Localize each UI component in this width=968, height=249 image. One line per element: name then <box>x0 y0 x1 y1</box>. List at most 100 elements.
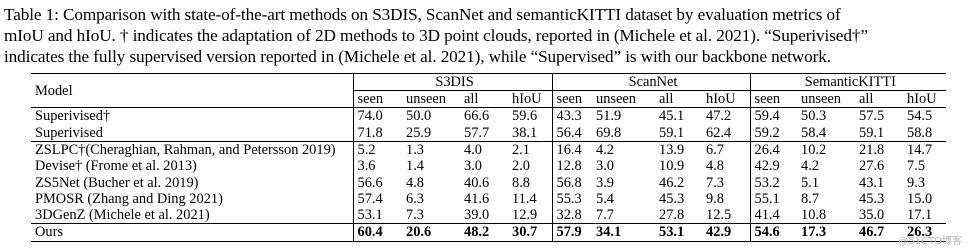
model-name-cell: ZS5Net (Bucher et al. 2019) <box>35 174 199 191</box>
value-cell: 5.2 <box>352 140 402 159</box>
metric-header-semantickitti-all: all <box>855 90 904 108</box>
value-cell: 34.1 <box>592 223 656 242</box>
model-name-cell: 3DGenZ (Michele et al. 2021) <box>35 207 210 224</box>
value-cell: 15.0 <box>907 190 933 207</box>
value-cell: 57.7 <box>464 124 490 141</box>
metric-header-s3dis-all: all <box>460 90 508 108</box>
value-cell: 59.1 <box>659 124 685 141</box>
value-cell: 6.7 <box>702 140 751 159</box>
value-cell: 12.8 <box>551 158 593 175</box>
metric-header-semantickitti-hiou: hIoU <box>903 90 947 108</box>
value-cell: 62.4 <box>706 124 732 141</box>
metric-header-scannet-unseen: unseen <box>592 90 656 108</box>
table-row: ZSLPC†(Cheraghian, Rahman, and Petersson… <box>31 140 947 159</box>
model-name-cell: Superivised <box>35 124 103 141</box>
value-cell: 58.4 <box>801 124 827 141</box>
value-cell: 12.9 <box>512 207 538 224</box>
value-cell: 1.4 <box>406 158 424 175</box>
caption-line-1: Table 1: Comparison with state-of-the-ar… <box>4 5 841 24</box>
value-cell: 57.5 <box>855 107 904 125</box>
value-cell: 39.0 <box>464 207 490 224</box>
value-cell: 13.9 <box>655 140 703 159</box>
value-cell: 45.3 <box>659 190 685 207</box>
value-cell: 59.4 <box>749 107 798 125</box>
value-cell: 4.8 <box>706 158 725 175</box>
value-cell: 45.1 <box>655 107 703 125</box>
value-cell: 30.7 <box>508 223 553 242</box>
value-cell: 45.3 <box>859 190 885 207</box>
value-cell: 66.6 <box>460 107 508 125</box>
value-cell: 55.1 <box>749 190 798 208</box>
value-cell: 57.4 <box>352 190 402 208</box>
metric-header-scannet-hiou: hIoU <box>702 90 751 108</box>
metric-header-s3dis-hiou: hIoU <box>508 90 553 108</box>
table-caption: Table 1: Comparison with state-of-the-ar… <box>4 4 966 67</box>
metric-header-scannet-all: all <box>655 90 703 108</box>
value-cell: 53.1 <box>655 223 703 242</box>
value-cell: 4.2 <box>592 140 656 159</box>
value-cell: 56.6 <box>352 174 402 191</box>
value-cell: 20.6 <box>402 223 460 242</box>
value-cell: 69.8 <box>596 124 622 141</box>
value-cell: 10.9 <box>659 158 685 175</box>
value-cell: 41.4 <box>749 207 798 224</box>
value-cell: 6.3 <box>406 190 424 207</box>
value-cell: 14.7 <box>903 140 947 159</box>
value-cell: 4.2 <box>801 158 820 175</box>
model-name-cell: Devise† (Frome et al. 2013) <box>35 158 197 175</box>
value-cell: 54.6 <box>749 223 798 242</box>
value-cell: 32.8 <box>551 207 593 224</box>
value-cell: 9.3 <box>907 174 926 191</box>
value-cell: 26.4 <box>749 140 798 159</box>
value-cell: 57.9 <box>551 223 593 242</box>
value-cell: 4.0 <box>460 140 508 159</box>
value-cell: 50.0 <box>402 107 460 125</box>
value-cell: 2.0 <box>512 158 530 175</box>
value-cell: 1.3 <box>402 140 460 159</box>
model-name-cell: Ours <box>31 223 353 242</box>
value-cell: 46.2 <box>659 174 685 191</box>
value-cell: 54.5 <box>903 107 947 125</box>
value-cell: 71.8 <box>352 124 402 142</box>
value-cell: 47.2 <box>702 107 751 125</box>
dataset-header-semantickitti: SemanticKITTI <box>749 72 947 91</box>
value-cell: 53.1 <box>352 207 402 224</box>
value-cell: 5.1 <box>801 174 820 191</box>
value-cell: 7.3 <box>406 207 424 224</box>
value-cell: 60.4 <box>352 223 402 242</box>
value-cell: 16.4 <box>551 140 593 159</box>
value-cell: 55.3 <box>551 190 593 208</box>
model-name-cell: Superivised† <box>31 107 353 125</box>
value-cell: 56.4 <box>551 124 593 142</box>
value-cell: 59.1 <box>859 124 885 141</box>
value-cell: 40.6 <box>464 174 490 191</box>
value-cell: 27.8 <box>659 207 685 224</box>
value-cell: 7.5 <box>907 158 926 175</box>
metric-header-semantickitti-unseen: unseen <box>797 90 856 108</box>
value-cell: 48.2 <box>460 223 508 242</box>
value-cell: 51.9 <box>592 107 656 125</box>
value-cell: 8.8 <box>512 174 530 191</box>
value-cell: 3.6 <box>352 158 402 175</box>
value-cell: 42.9 <box>702 223 751 242</box>
value-cell: 59.2 <box>749 124 798 142</box>
metric-header-s3dis-unseen: unseen <box>402 90 460 108</box>
value-cell: 21.8 <box>855 140 904 159</box>
dataset-header-s3dis: S3DIS <box>352 72 553 91</box>
value-cell: 11.4 <box>512 190 537 207</box>
value-cell: 3.0 <box>596 158 615 175</box>
metric-header-scannet-seen: seen <box>551 90 593 108</box>
value-cell: 46.7 <box>855 223 904 242</box>
value-cell: 42.9 <box>749 158 798 175</box>
value-cell: 4.8 <box>406 174 424 191</box>
value-cell: 27.6 <box>859 158 885 175</box>
value-cell: 7.7 <box>596 207 615 224</box>
